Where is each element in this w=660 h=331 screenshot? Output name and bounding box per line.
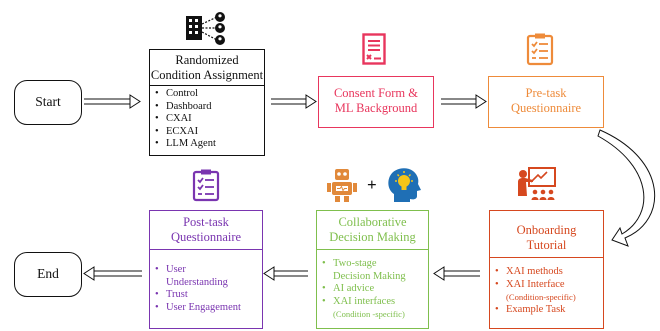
clipboard-checklist-icon	[526, 32, 554, 66]
collab-title-line2: Decision Making	[329, 230, 416, 244]
onboarding-item-note: (Condition-specific)	[506, 292, 576, 303]
list-item: ECXAI	[153, 126, 216, 139]
human-head-lightbulb-icon	[386, 166, 424, 204]
collab-item-note: (Condition -specific)	[333, 309, 405, 320]
arrow-onboarding-to-collab	[433, 266, 480, 281]
list-item: Example Task	[493, 304, 576, 317]
assignment-title-line1: Randomized	[175, 53, 239, 67]
posttask-box: Post-task Questionnaire User Understandi…	[149, 210, 263, 329]
collab-title: Collaborative Decision Making	[317, 215, 428, 245]
consent-box: Consent Form & ML Background	[318, 76, 434, 128]
list-item: XAI Interface (Condition-specific)	[493, 279, 576, 304]
list-item: CXAI	[153, 113, 216, 126]
onboarding-title-line1: Onboarding	[516, 223, 577, 237]
onboarding-item-text: Example Task	[506, 303, 566, 315]
pretask-title-line2: Questionnaire	[510, 101, 582, 115]
arrow-collab-to-posttask	[263, 266, 308, 281]
posttask-title: Post-task Questionnaire	[150, 215, 262, 245]
assignment-divider	[150, 85, 264, 86]
consent-title-line2: ML Background	[334, 101, 418, 115]
pretask-box: Pre-task Questionnaire	[488, 76, 604, 128]
consent-title-line1: Consent Form &	[333, 86, 419, 100]
list-item: User Understanding	[153, 264, 241, 289]
arrow-pretask-to-onboarding	[597, 129, 656, 247]
list-item: User Engagement	[153, 302, 241, 315]
onboarding-title-line2: Tutorial	[526, 238, 567, 252]
collab-item-text2: Decision Making	[333, 270, 406, 282]
collab-item-text: AI advice	[333, 283, 375, 295]
assignment-title: Randomized Condition Assignment	[150, 53, 264, 83]
collab-box: Collaborative Decision Making Two-stage …	[316, 210, 429, 329]
collab-item-text: Two-stage	[333, 258, 377, 269]
posttask-item-text: User	[166, 264, 186, 275]
assignment-title-line2: Condition Assignment	[150, 68, 264, 82]
assignment-box: Randomized Condition Assignment Control …	[149, 49, 265, 156]
onboarding-item-text: XAI Interface	[506, 278, 565, 290]
onboarding-box: Onboarding Tutorial XAI methods XAI Inte…	[489, 210, 604, 329]
posttask-item-text2: Understanding	[166, 276, 228, 288]
list-item: Trust	[153, 289, 241, 302]
collab-item-text: XAI interfaces	[333, 295, 396, 307]
collab-divider	[317, 249, 428, 250]
start-node: Start	[14, 80, 82, 125]
plus-symbol: +	[367, 175, 377, 194]
posttask-title-line2: Questionnaire	[170, 230, 242, 244]
building-network-icon	[183, 10, 229, 46]
teacher-presentation-icon	[517, 166, 557, 202]
arrow-start-to-assignment	[84, 94, 141, 109]
robot-icon	[326, 167, 358, 203]
list-item: Two-stage Decision Making	[320, 258, 406, 283]
arrow-assignment-to-consent	[271, 94, 317, 109]
onboarding-divider	[490, 257, 603, 258]
form-document-icon	[362, 33, 386, 65]
consent-title: Consent Form & ML Background	[319, 86, 433, 116]
posttask-list: User Understanding Trust User Engagement	[153, 264, 241, 314]
posttask-title-line1: Post-task	[183, 215, 229, 229]
assignment-list: Control Dashboard CXAI ECXAI LLM Agent	[153, 88, 216, 151]
list-item: Dashboard	[153, 101, 216, 114]
collab-list: Two-stage Decision Making AI advice XAI …	[320, 258, 406, 321]
arrow-consent-to-pretask	[441, 94, 487, 109]
list-item: AI advice	[320, 283, 406, 296]
end-node: End	[14, 252, 82, 297]
list-item: XAI methods	[493, 266, 576, 279]
pretask-title-line1: Pre-task	[525, 86, 567, 100]
list-item: Control	[153, 88, 216, 101]
onboarding-item-text: XAI methods	[506, 266, 563, 277]
pretask-title: Pre-task Questionnaire	[489, 86, 603, 116]
end-label: End	[37, 266, 59, 281]
onboarding-title: Onboarding Tutorial	[490, 223, 603, 253]
arrow-posttask-to-end	[83, 266, 142, 281]
list-item: LLM Agent	[153, 138, 216, 151]
start-label: Start	[35, 94, 61, 109]
onboarding-list: XAI methods XAI Interface (Condition-spe…	[493, 266, 576, 316]
collab-title-line1: Collaborative	[338, 215, 407, 229]
posttask-divider	[150, 249, 262, 250]
list-item: XAI interfaces (Condition -specific)	[320, 296, 406, 321]
posttask-item-text: Trust	[166, 289, 188, 301]
posttask-item-text: User Engagement	[166, 301, 241, 313]
clipboard-checklist-icon	[192, 168, 220, 202]
